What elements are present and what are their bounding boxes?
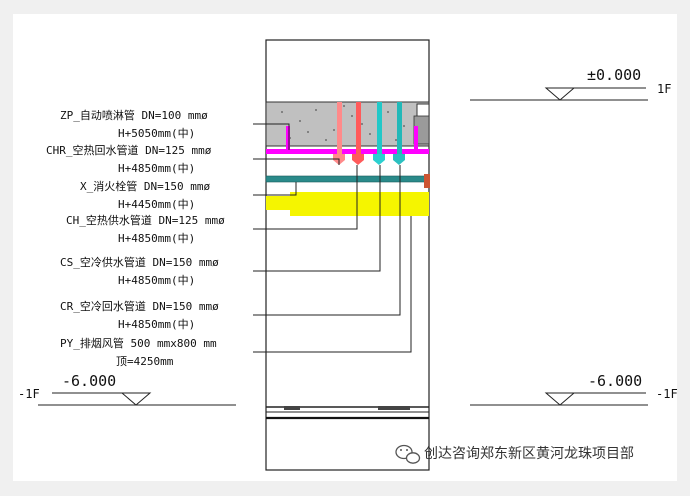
cs-pipe-end: [373, 154, 385, 165]
pipe-elev-chr: H+4850mm(中): [118, 162, 195, 175]
pipe-label-cs: CS_空冷供水管道 DN=150 mmø: [60, 255, 219, 269]
smoke-duct: [290, 192, 429, 216]
pipe-label-cr: CR_空冷回水管道 DN=150 mmø: [60, 299, 219, 313]
sprinkler-main: [266, 149, 429, 154]
wechat-icon: [395, 444, 421, 464]
level-bottom-right-value: -6.000: [588, 372, 642, 390]
pipe-elev-py: 顶=4250mm: [116, 355, 174, 368]
pipe-elev-cs: H+4850mm(中): [118, 274, 195, 287]
watermark-text: 创达咨询郑东新区黄河龙珠项目部: [424, 445, 634, 462]
drawing-sheet: [13, 14, 677, 481]
level-top-floor: 1F: [657, 82, 671, 96]
pipe-label-x: X_消火栓管 DN=150 mmø: [80, 179, 210, 193]
level-bottom-right-floor: -1F: [656, 387, 678, 401]
top-slab: [265, 101, 430, 147]
pipe-elev-x: H+4450mm(中): [118, 198, 195, 211]
pipe-elev-zp: H+5050mm(中): [118, 127, 195, 140]
level-bottom-left-value: -6.000: [62, 372, 116, 390]
floor-mark-left: [284, 406, 300, 410]
cs-pipe-drop: [377, 102, 382, 154]
x-pipe-drop: [356, 102, 361, 154]
level-bottom-left: [38, 392, 236, 406]
cr-pipe-end: [393, 154, 405, 165]
cr-pipe-drop: [397, 102, 402, 154]
level-bottom-right: [470, 392, 648, 406]
sprinkler-riser-right: [414, 126, 418, 150]
hydrant-valve: [424, 174, 430, 188]
smoke-duct-stub: [266, 196, 290, 210]
fire-hydrant-main: [265, 175, 430, 183]
chr-pipe-drop: [337, 102, 342, 154]
level-triangle-icon: [544, 392, 576, 406]
watermark: 创达咨询郑东新区黄河龙珠项目部: [395, 444, 634, 464]
floor-mark-right: [378, 406, 410, 410]
pipe-label-py: PY_排烟风管 500 mmx800 mm: [60, 336, 217, 350]
slab-hatch: [281, 103, 405, 141]
pipe-label-chr: CHR_空热回水管道 DN=125 mmø: [46, 143, 212, 157]
level-bottom-left-floor: -1F: [18, 387, 40, 401]
leader-lines: [253, 123, 412, 353]
level-triangle-icon: [120, 392, 152, 406]
pipe-elev-cr: H+4850mm(中): [118, 318, 195, 331]
pipe-label-zp: ZP_自动喷淋管 DN=100 mmø: [60, 108, 208, 122]
pipe-label-ch: CH_空热供水管道 DN=125 mmø: [66, 213, 225, 227]
pipe-elev-ch: H+4850mm(中): [118, 232, 195, 245]
level-top-value: ±0.000: [587, 66, 641, 84]
x-pipe-end: [352, 154, 364, 165]
sprinkler-riser-left: [286, 126, 290, 150]
level-top: [470, 87, 648, 101]
shaft-outline: [265, 39, 430, 471]
